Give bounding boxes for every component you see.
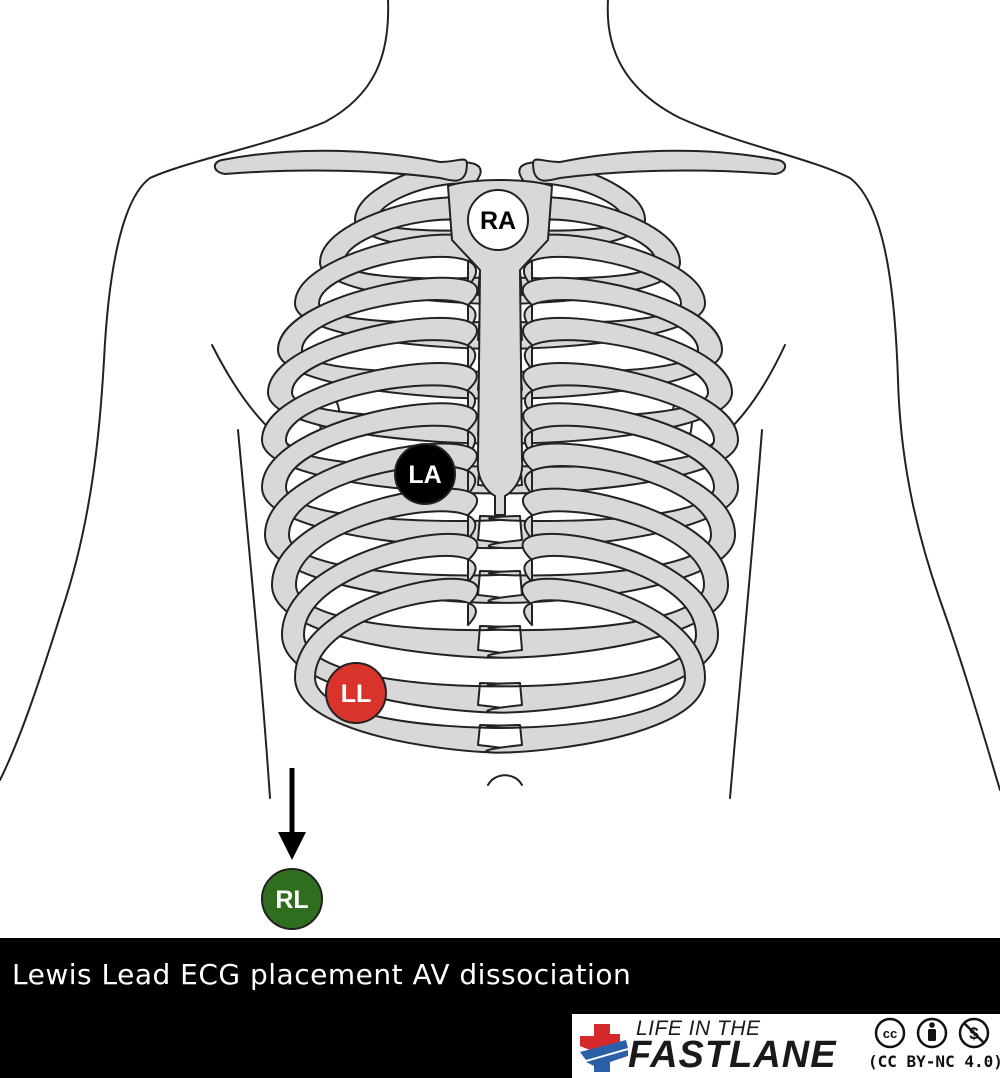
logo-line2: FASTLANE <box>628 1034 837 1076</box>
electrode-rl: RL <box>261 868 323 930</box>
rib-right-8 <box>487 442 736 604</box>
rib-right-2 <box>483 196 681 305</box>
rib-right-9 <box>486 487 729 659</box>
clavicle-right <box>532 149 787 182</box>
navel <box>487 774 523 786</box>
rib-right-11 <box>485 577 706 754</box>
left-flank-outline <box>237 429 271 799</box>
arrow-down-icon <box>278 768 306 860</box>
electrode-la-circle <box>394 443 456 505</box>
rib-left-8 <box>264 442 513 604</box>
license-text: (CC BY-NC 4.0) <box>868 1052 1000 1071</box>
logo-line1: LIFE IN THE <box>636 1017 761 1040</box>
electrode-ra: RA <box>467 189 529 251</box>
neck-left-outline <box>0 0 390 781</box>
cc-icon: cc <box>874 1017 906 1049</box>
attribution-icon <box>916 1017 948 1049</box>
caption-text: Lewis Lead ECG placement AV dissociation <box>12 958 632 991</box>
sternum <box>447 179 553 516</box>
electrode-ra-circle <box>467 189 529 251</box>
rib-left-2 <box>319 196 517 305</box>
svg-text:cc: cc <box>883 1026 897 1041</box>
rib-right-7 <box>487 402 739 550</box>
right-flank-outline <box>729 429 763 799</box>
rib-left-3 <box>294 233 515 350</box>
rib-right-10 <box>486 532 719 714</box>
electrode-ll-label: LL <box>341 680 372 708</box>
electrode-rl-label: RL <box>275 886 308 914</box>
neck-right-outline <box>606 0 1000 791</box>
cross-flag-icon <box>580 1024 628 1072</box>
lifeinthefastlane-logo: LIFE IN THE FASTLANE cc $ (CC BY-NC 4.0) <box>572 1014 1000 1078</box>
rib-right-6 <box>487 361 739 495</box>
torso-diagram: RA LA LL RL <box>0 0 1000 930</box>
license-icons: cc $ <box>874 1017 990 1049</box>
rib-left-7 <box>261 402 513 550</box>
electrode-la: LA <box>394 443 456 505</box>
electrode-ll-circle <box>325 662 387 724</box>
rib-left-9 <box>271 487 514 659</box>
caption-bar: Lewis Lead ECG placement AV dissociation… <box>0 938 1000 1078</box>
noncommercial-icon: $ <box>958 1017 990 1049</box>
electrode-ll: LL <box>325 662 387 724</box>
clavicle-bones <box>213 149 787 182</box>
rib-right-3 <box>485 233 706 350</box>
electrode-la-label: LA <box>408 461 441 489</box>
electrode-ra-label: RA <box>480 207 516 235</box>
rib-left-6 <box>261 361 513 495</box>
clavicle-left <box>213 149 468 182</box>
electrode-rl-circle <box>261 868 323 930</box>
